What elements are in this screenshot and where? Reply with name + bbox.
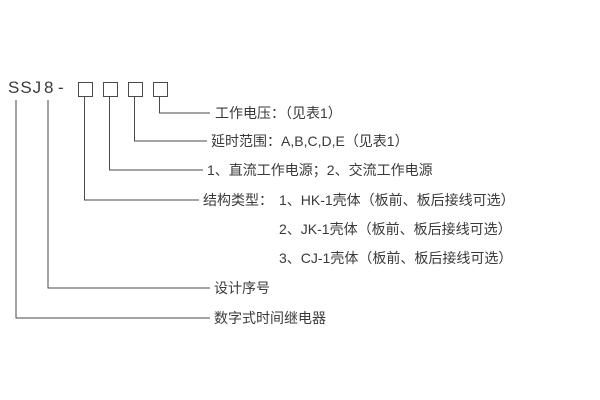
line-product-name <box>15 100 210 319</box>
label-power-type: 1、直流工作电源；2、交流工作电源 <box>207 162 433 178</box>
structure-type-item-3: 3、CJ-1壳体（板前、板后接线可选） <box>279 250 513 266</box>
label-delay-range: 延时范围：A,B,C,D,E（见表1） <box>211 133 409 149</box>
code-box-power <box>103 82 118 97</box>
structure-type-item-1: 1、HK-1壳体（板前、板后接线可选） <box>279 192 515 208</box>
label-working-voltage: 工作电压：（见表1） <box>215 105 342 121</box>
line-design-serial <box>47 100 210 289</box>
line-delay-range <box>134 97 207 142</box>
structure-type-title: 结构类型： <box>203 192 273 208</box>
model-separator: - <box>58 78 65 97</box>
code-box-delay <box>128 82 143 97</box>
structure-type-items: 1、HK-1壳体（板前、板后接线可选） 2、JK-1壳体（板前、板后接线可选） … <box>279 186 515 273</box>
label-design-serial: 设计序号 <box>214 280 270 296</box>
code-box-voltage <box>153 82 168 97</box>
structure-type-item-2: 2、JK-1壳体（板前、板后接线可选） <box>279 221 512 237</box>
code-box-structure <box>78 82 93 97</box>
line-power-type <box>109 97 203 171</box>
model-prefix: SSJ <box>8 78 43 97</box>
model-number: 8 <box>44 78 55 97</box>
label-product-name: 数字式时间继电器 <box>214 310 326 326</box>
label-structure-type: 结构类型： 1、HK-1壳体（板前、板后接线可选） 2、JK-1壳体（板前、板后… <box>203 186 515 273</box>
line-structure-type <box>84 97 199 201</box>
line-working-voltage <box>159 97 210 114</box>
